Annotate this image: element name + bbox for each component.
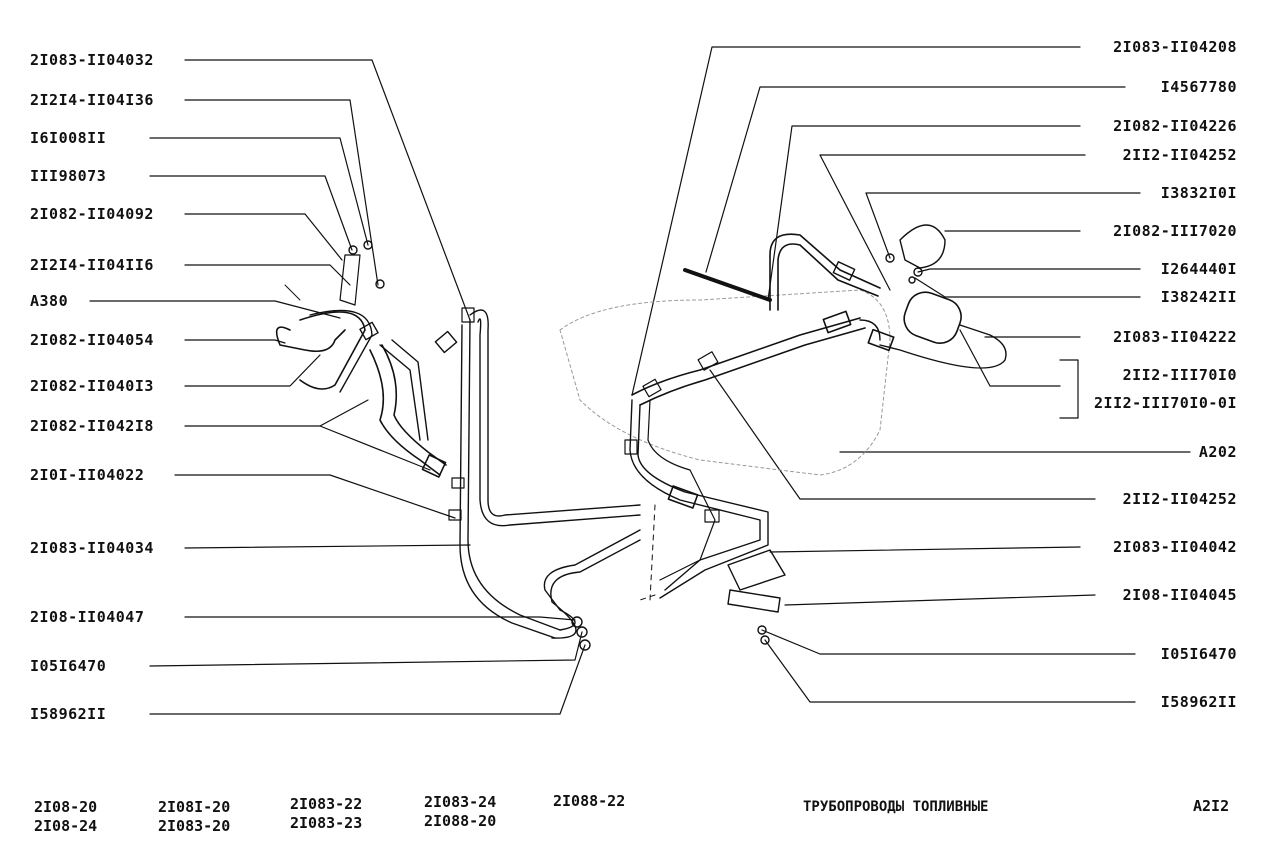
right-label-4: 2II2-II04252 <box>1122 146 1237 164</box>
left-leader-lines <box>89 59 586 715</box>
right-label-5: I3832I0I <box>1160 184 1237 202</box>
model-code: 2I088-22 <box>553 792 626 810</box>
right-label-9: 2I083-II04222 <box>1113 328 1237 346</box>
right-label-3: 2I082-II04226 <box>1113 117 1237 135</box>
model-code: 2I08I-20 <box>158 798 231 816</box>
model-code: 2I083-20 <box>158 817 231 835</box>
left-fuel-lines <box>275 240 656 651</box>
right-label-1: 2I083-II04208 <box>1113 38 1237 56</box>
model-code: 2I08-24 <box>34 817 98 835</box>
left-label-13: 2I08-II04047 <box>30 608 145 626</box>
left-label-1: 2I083-II04032 <box>30 51 154 69</box>
left-label-15: I58962II <box>30 705 107 723</box>
left-label-10: 2I082-II042I8 <box>30 417 154 435</box>
right-fuel-lines <box>559 224 1007 645</box>
sheet-title: ТРУБОПРОВОДЫ ТОПЛИВНЫЕ <box>803 799 989 815</box>
left-label-3: I6I008II <box>30 129 107 147</box>
left-label-5: 2I082-II04092 <box>30 205 154 223</box>
right-label-13: 2II2-II04252 <box>1122 490 1237 508</box>
sheet-code: А2I2 <box>1193 797 1230 815</box>
left-label-7: А380 <box>30 292 69 310</box>
right-label-16: I05I6470 <box>1160 645 1237 663</box>
left-label-2: 2I2I4-II04I36 <box>30 91 154 109</box>
right-leader-lines <box>631 46 1191 703</box>
model-code: 2I083-22 <box>290 795 363 813</box>
right-label-2: I4567780 <box>1160 78 1237 96</box>
model-code: 2I083-24 <box>424 793 497 811</box>
left-label-11: 2I0I-II04022 <box>30 466 145 484</box>
left-label-6: 2I2I4-II04II6 <box>30 256 154 274</box>
right-label-8: I38242II <box>1160 288 1237 306</box>
right-label-7: I264440I <box>1160 260 1237 278</box>
left-label-4: III98073 <box>30 167 107 185</box>
right-label-10: 2II2-III70I0 <box>1122 366 1237 384</box>
right-label-6: 2I082-III7020 <box>1113 222 1237 240</box>
right-label-14: 2I083-II04042 <box>1113 538 1237 556</box>
left-label-9: 2I082-II040I3 <box>30 377 154 395</box>
right-label-11: 2II2-III70I0-0I <box>1094 394 1237 412</box>
left-label-12: 2I083-II04034 <box>30 539 154 557</box>
left-label-14: I05I6470 <box>30 657 107 675</box>
right-label-17: I58962II <box>1160 693 1237 711</box>
model-code: 2I088-20 <box>424 812 497 830</box>
left-label-8: 2I082-II04054 <box>30 331 154 349</box>
right-label-12: А202 <box>1198 443 1237 461</box>
model-code: 2I08-20 <box>34 798 98 816</box>
model-code: 2I083-23 <box>290 814 363 832</box>
right-label-15: 2I08-II04045 <box>1122 586 1237 604</box>
